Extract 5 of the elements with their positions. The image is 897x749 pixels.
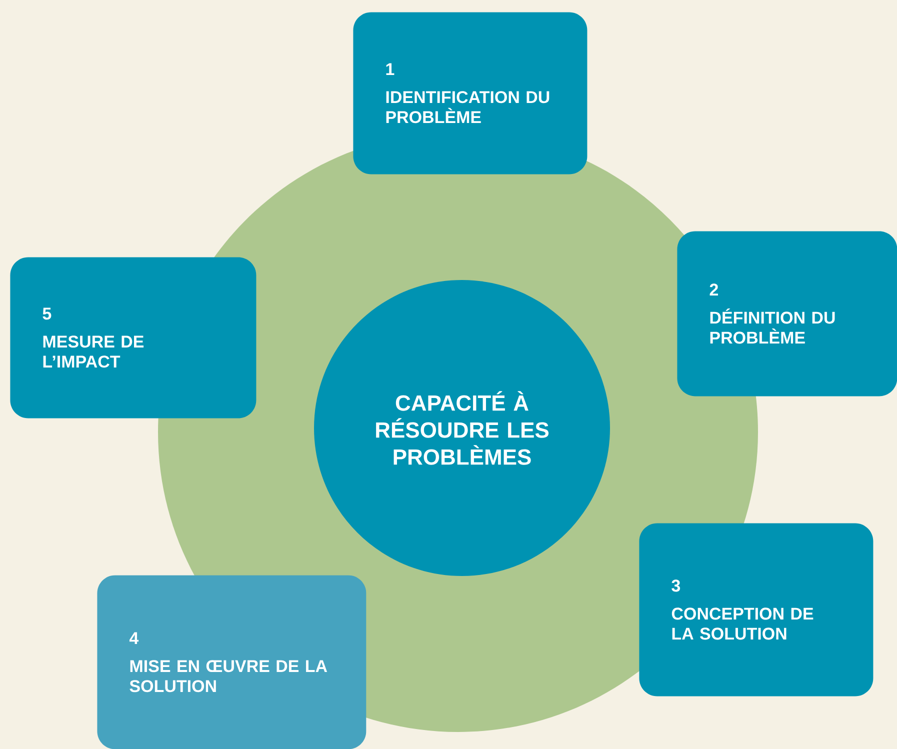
step-box: 5 MESURE DE L’IMPACT bbox=[10, 257, 256, 418]
step-box: 4 MISE EN ŒUVRE DE LA SOLUTION bbox=[97, 575, 366, 749]
step-box: 1 IDENTIFICATION DU PROBLÈME bbox=[353, 12, 588, 174]
step-box: 3 CONCEPTION DE LA SOLUTION bbox=[639, 523, 874, 696]
step-box: 2 DÉFINITION DU PROBLÈME bbox=[677, 231, 897, 396]
